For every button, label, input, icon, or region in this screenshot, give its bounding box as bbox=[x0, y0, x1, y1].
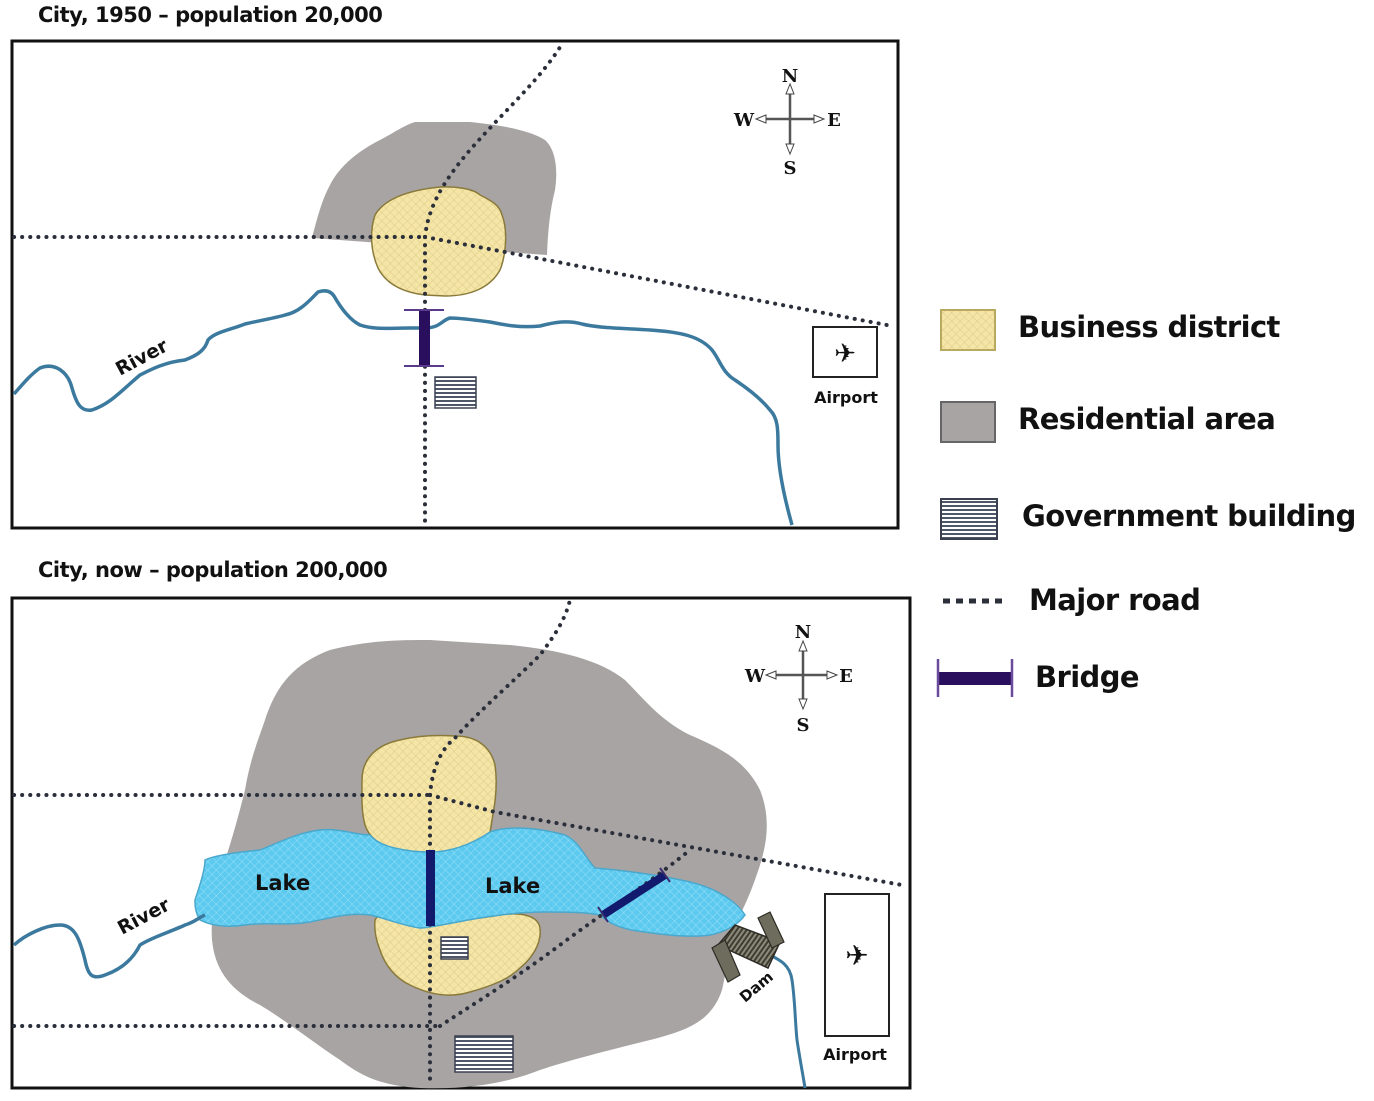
road-north bbox=[428, 598, 572, 797]
legend-label-government: Government building bbox=[1022, 499, 1356, 533]
major-roads bbox=[12, 42, 894, 527]
airport-label: Airport bbox=[823, 1045, 887, 1064]
compass-s: S bbox=[797, 715, 810, 736]
compass-e: E bbox=[839, 666, 853, 687]
business-district-swatch bbox=[940, 309, 996, 351]
bridge bbox=[404, 309, 444, 367]
map-title-1950: City, 1950 – population 20,000 bbox=[38, 3, 383, 27]
bridge-east bbox=[597, 867, 671, 923]
map-title-now: City, now – population 200,000 bbox=[38, 558, 388, 582]
airport: ✈ Airport bbox=[812, 326, 878, 407]
road-east bbox=[423, 235, 894, 328]
legend-label-road: Major road bbox=[1029, 583, 1201, 617]
airport: ✈ Airport bbox=[823, 893, 890, 1064]
government-building bbox=[434, 376, 477, 409]
legend-label-residential: Residential area bbox=[1018, 402, 1276, 436]
river-east bbox=[769, 953, 807, 1089]
legend-label-business: Business district bbox=[1018, 310, 1280, 344]
bridge-swatch bbox=[936, 659, 1014, 697]
compass-s: S bbox=[784, 158, 797, 179]
government-building-swatch bbox=[940, 498, 998, 540]
map-1950: River ✈ Airport N S W E bbox=[10, 39, 900, 530]
government-building-large bbox=[454, 1035, 514, 1073]
lake-label-east: Lake bbox=[485, 874, 540, 898]
map-now: Lake Lake River Dam ✈ Airport N S W E bbox=[10, 596, 912, 1090]
legend-label-bridge: Bridge bbox=[1035, 660, 1140, 694]
airport-box bbox=[812, 326, 878, 378]
airport-box bbox=[824, 893, 890, 1037]
river bbox=[12, 289, 794, 526]
bridge-center bbox=[426, 850, 435, 926]
business-district bbox=[370, 186, 507, 297]
plane-icon: ✈ bbox=[834, 339, 856, 369]
government-building-small bbox=[440, 936, 469, 960]
compass-rose: N S W E bbox=[733, 66, 841, 179]
road-north bbox=[423, 42, 564, 239]
dam bbox=[711, 911, 785, 983]
lake-label-west: Lake bbox=[255, 871, 310, 895]
compass-rose: N S W E bbox=[744, 622, 853, 736]
compass-w: W bbox=[744, 666, 766, 687]
airport-label: Airport bbox=[814, 388, 878, 407]
plane-icon: ✈ bbox=[845, 939, 868, 972]
compass-e: E bbox=[827, 110, 841, 131]
road-east-upper bbox=[428, 793, 904, 887]
compass-n: N bbox=[782, 66, 798, 87]
major-road-swatch bbox=[943, 598, 1007, 604]
compass-w: W bbox=[733, 110, 755, 131]
river-west bbox=[12, 913, 206, 979]
compass-n: N bbox=[795, 622, 811, 643]
residential-area-swatch bbox=[940, 401, 996, 443]
